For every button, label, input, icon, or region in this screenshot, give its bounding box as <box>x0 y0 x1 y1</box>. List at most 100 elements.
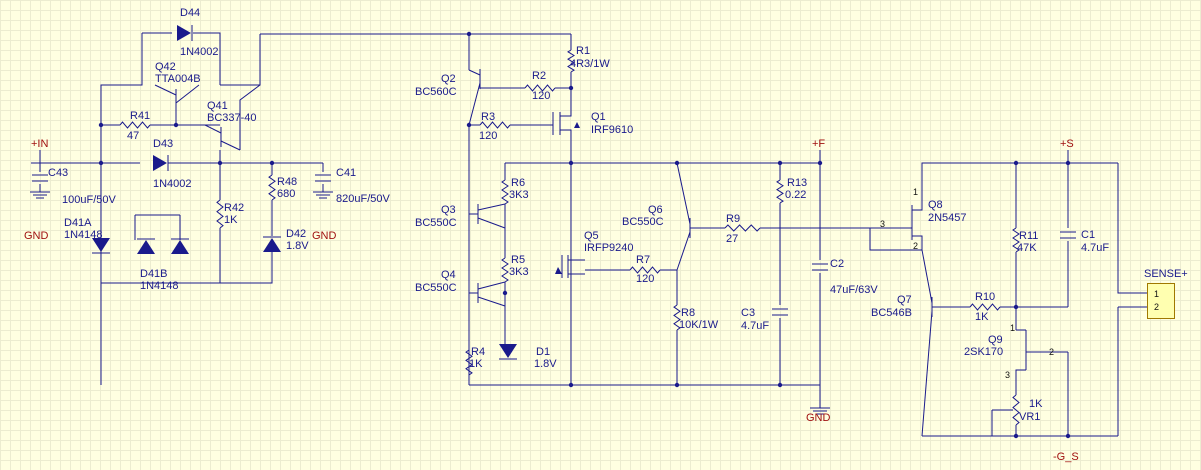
r42-ref[interactable]: R42 <box>224 202 245 214</box>
r13-value[interactable]: 0.22 <box>785 189 807 201</box>
c2-ref[interactable]: C2 <box>830 258 845 270</box>
r4-value[interactable]: 1K <box>469 358 483 370</box>
r2-ref[interactable]: R2 <box>532 70 547 82</box>
r2-value[interactable]: 120 <box>532 90 551 102</box>
q3-value[interactable]: BC550C <box>415 217 457 229</box>
r5-value[interactable]: 3K3 <box>509 266 529 278</box>
d1-value[interactable]: 1.8V <box>534 358 557 370</box>
r8-resistor <box>673 304 681 331</box>
c3-ref[interactable]: C3 <box>741 307 756 319</box>
q8-ref[interactable]: Q8 <box>928 199 943 211</box>
q7-ref[interactable]: Q7 <box>897 294 912 306</box>
r7-resistor <box>629 266 661 274</box>
d41a-diode <box>92 238 110 252</box>
connector-sense[interactable] <box>1147 283 1175 319</box>
q8-pin-1: 1 <box>913 187 919 197</box>
q9-value[interactable]: 2SK170 <box>964 346 1004 358</box>
r6-value[interactable]: 3K3 <box>509 189 529 201</box>
r6-ref[interactable]: R6 <box>511 177 526 189</box>
q8-value[interactable]: 2N5457 <box>928 212 967 224</box>
c1-value[interactable]: 4.7uF <box>1081 242 1110 254</box>
r11-value[interactable]: 47K <box>1017 242 1037 254</box>
q7-value[interactable]: BC546B <box>871 307 912 319</box>
net-label-f[interactable]: +F <box>812 138 826 150</box>
r9-ref[interactable]: R9 <box>726 213 741 225</box>
r7-ref[interactable]: R7 <box>636 254 651 266</box>
q6-value[interactable]: BC550C <box>622 216 664 228</box>
q4-value[interactable]: BC550C <box>415 282 457 294</box>
r11-resistor <box>1012 227 1020 253</box>
net-label-g-s[interactable]: -G_S <box>1053 451 1079 463</box>
r41-ref[interactable]: R41 <box>130 110 151 122</box>
q5-value[interactable]: IRFP9240 <box>584 242 634 254</box>
q5-ref[interactable]: Q5 <box>584 230 599 242</box>
d41a-ref[interactable]: D41A <box>64 217 92 229</box>
q42-ref[interactable]: Q42 <box>155 61 176 73</box>
net-label-gnd-1[interactable]: GND <box>24 230 49 242</box>
connector-label-sense[interactable]: SENSE+ <box>1144 268 1188 280</box>
q42-value[interactable]: TTA004B <box>155 73 201 85</box>
vr1-value[interactable]: 1K <box>1029 398 1043 410</box>
q41-ref[interactable]: Q41 <box>207 100 228 112</box>
d41b-value[interactable]: 1N4148 <box>140 280 179 292</box>
q6-ref[interactable]: Q6 <box>648 204 663 216</box>
r9-value[interactable]: 27 <box>726 233 739 245</box>
net-label-gnd-3[interactable]: GND <box>806 412 831 424</box>
d43-ref[interactable]: D43 <box>153 138 174 150</box>
vr1-ref[interactable]: VR1 <box>1019 411 1041 423</box>
r42-value[interactable]: 1K <box>224 214 238 226</box>
q1-ref[interactable]: Q1 <box>591 111 606 123</box>
net-label-gnd-2[interactable]: GND <box>312 230 337 242</box>
r6-resistor <box>501 179 509 205</box>
r1-ref[interactable]: R1 <box>576 45 591 57</box>
r5-ref[interactable]: R5 <box>511 254 526 266</box>
r11-ref[interactable]: R11 <box>1019 230 1039 242</box>
q2-value[interactable]: BC560C <box>415 86 457 98</box>
c41-ref[interactable]: C41 <box>336 167 357 179</box>
c41-value[interactable]: 820uF/50V <box>336 193 390 205</box>
d44-ref[interactable]: D44 <box>180 7 201 19</box>
r3-value[interactable]: 120 <box>479 130 498 142</box>
d42-value[interactable]: 1.8V <box>286 240 309 252</box>
r5-resistor <box>501 257 509 283</box>
c43-ref[interactable]: C43 <box>48 167 69 179</box>
r7-value[interactable]: 120 <box>636 273 655 285</box>
q41-value[interactable]: BC337-40 <box>207 112 257 124</box>
junction-dot <box>466 122 472 128</box>
net-label-s[interactable]: +S <box>1060 138 1074 150</box>
wire-top-link <box>220 34 261 86</box>
r3-resistor <box>479 121 511 129</box>
d41b-ref[interactable]: D41B <box>140 268 168 280</box>
q2-ref[interactable]: Q2 <box>441 73 456 85</box>
r3-ref[interactable]: R3 <box>481 111 496 123</box>
d42-ref[interactable]: D42 <box>286 228 307 240</box>
q8-pin-2: 2 <box>913 241 919 251</box>
d41a-value[interactable]: 1N4148 <box>64 229 103 241</box>
c2-value[interactable]: 47uF/63V <box>830 284 878 296</box>
net-label-in[interactable]: +IN <box>31 138 49 150</box>
r10-ref[interactable]: R10 <box>975 291 996 303</box>
q41-transistor-collector <box>204 124 222 134</box>
c1-ref[interactable]: C1 <box>1081 229 1096 241</box>
r48-ref[interactable]: R48 <box>277 176 298 188</box>
d41b-diode-2 <box>171 240 189 254</box>
c3-value[interactable]: 4.7uF <box>741 320 770 332</box>
q9-ref[interactable]: Q9 <box>988 334 1003 346</box>
r48-value[interactable]: 680 <box>277 188 296 200</box>
d1-ref[interactable]: D1 <box>536 346 551 358</box>
r4-ref[interactable]: R4 <box>471 346 486 358</box>
q4-ref[interactable]: Q4 <box>441 269 456 281</box>
d43-value[interactable]: 1N4002 <box>153 178 192 190</box>
q1-value[interactable]: IRF9610 <box>591 124 634 136</box>
c43-value[interactable]: 100uF/50V <box>62 194 116 206</box>
d44-value[interactable]: 1N4002 <box>180 46 219 58</box>
r1-value[interactable]: 4R3/1W <box>570 58 610 70</box>
r41-value[interactable]: 47 <box>127 130 140 142</box>
r8-value[interactable]: 10K/1W <box>679 319 719 331</box>
r10-value[interactable]: 1K <box>975 311 989 323</box>
q3-transistor-collector <box>477 203 506 211</box>
r13-ref[interactable]: R13 <box>787 177 808 189</box>
r8-ref[interactable]: R8 <box>681 307 696 319</box>
q3-ref[interactable]: Q3 <box>441 204 456 216</box>
